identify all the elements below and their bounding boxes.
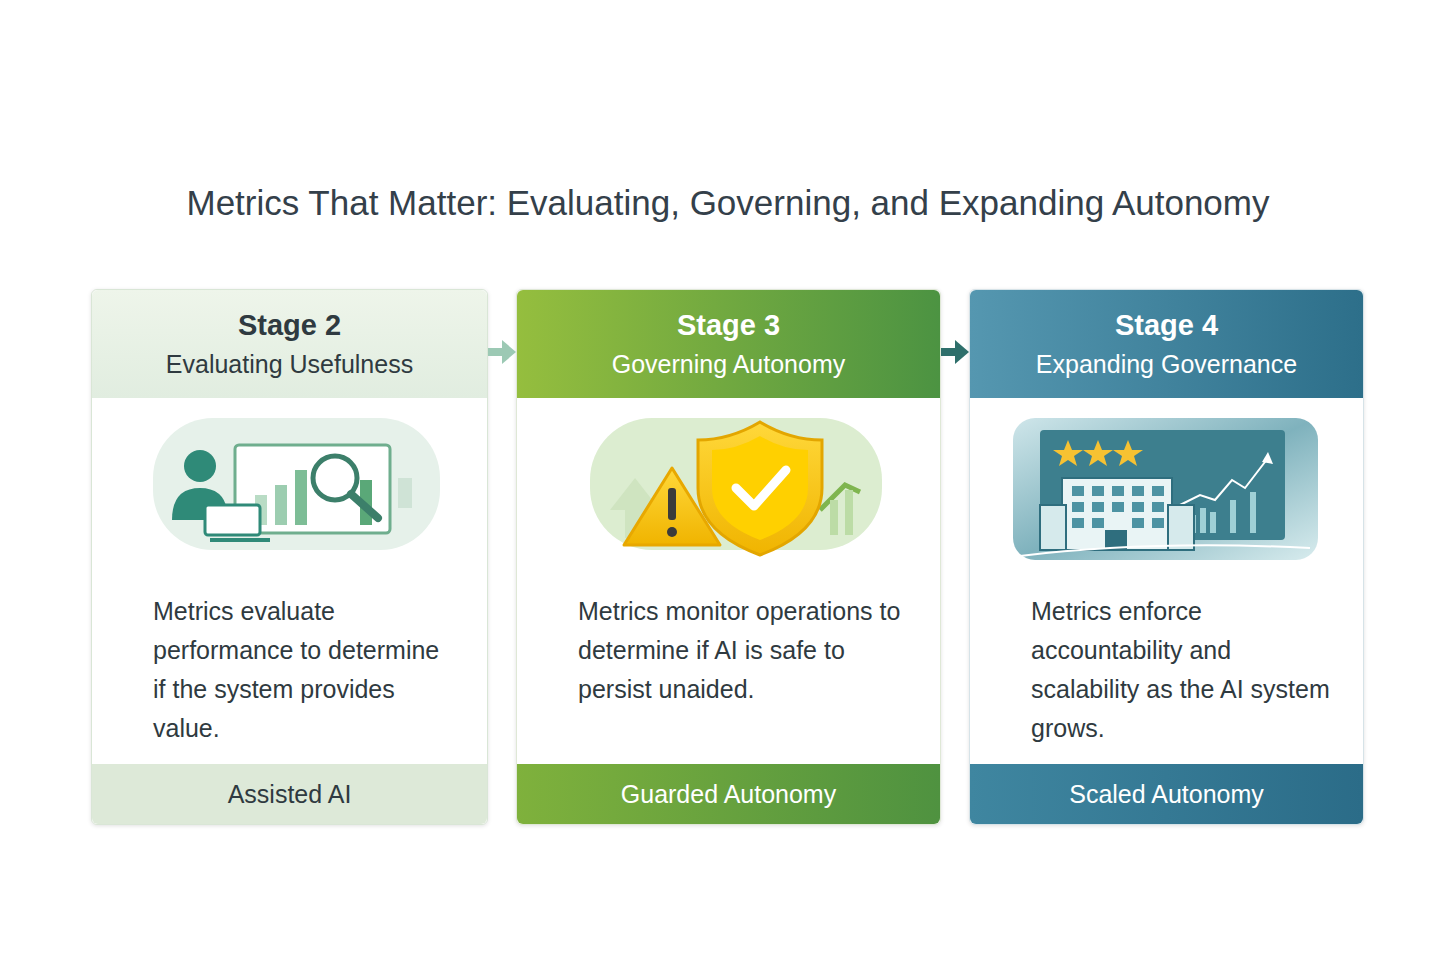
stage-description: Metrics monitor operations to determine … (517, 576, 940, 764)
illustration-slot (970, 398, 1363, 576)
illustration-slot (92, 398, 487, 576)
illustration-slot (517, 398, 940, 576)
card-footer: Assisted AI (92, 764, 487, 824)
stage-name: Expanding Governance (1036, 350, 1297, 379)
stage-number: Stage 2 (238, 309, 341, 342)
card-header: Stage 3 Governing Autonomy (517, 290, 940, 398)
autonomy-level: Assisted AI (228, 780, 352, 809)
stage-name: Evaluating Usefulness (166, 350, 413, 379)
stage-description: Metrics evaluate performance to determin… (92, 576, 487, 764)
stage-name: Governing Autonomy (612, 350, 845, 379)
card-footer: Guarded Autonomy (517, 764, 940, 824)
autonomy-level: Scaled Autonomy (1069, 780, 1264, 809)
card-header: Stage 2 Evaluating Usefulness (92, 290, 487, 398)
stage-card: Stage 2 Evaluating UsefulnessMetrics eval… (91, 289, 488, 825)
autonomy-level: Guarded Autonomy (621, 780, 836, 809)
card-header: Stage 4 Expanding Governance (970, 290, 1363, 398)
stage-description: Metrics enforce accountability and scala… (970, 576, 1363, 764)
stage-card: Stage 3 Governing AutonomyMetrics monitor… (516, 289, 941, 825)
stage-arrow (488, 340, 516, 364)
stage-arrow (941, 340, 969, 364)
card-footer: Scaled Autonomy (970, 764, 1363, 824)
stage-number: Stage 3 (677, 309, 780, 342)
stage-card: Stage 4 Expanding GovernanceMetrics enfor… (969, 289, 1364, 825)
diagram-title: Metrics That Matter: Evaluating, Governi… (0, 183, 1456, 223)
stage-number: Stage 4 (1115, 309, 1218, 342)
